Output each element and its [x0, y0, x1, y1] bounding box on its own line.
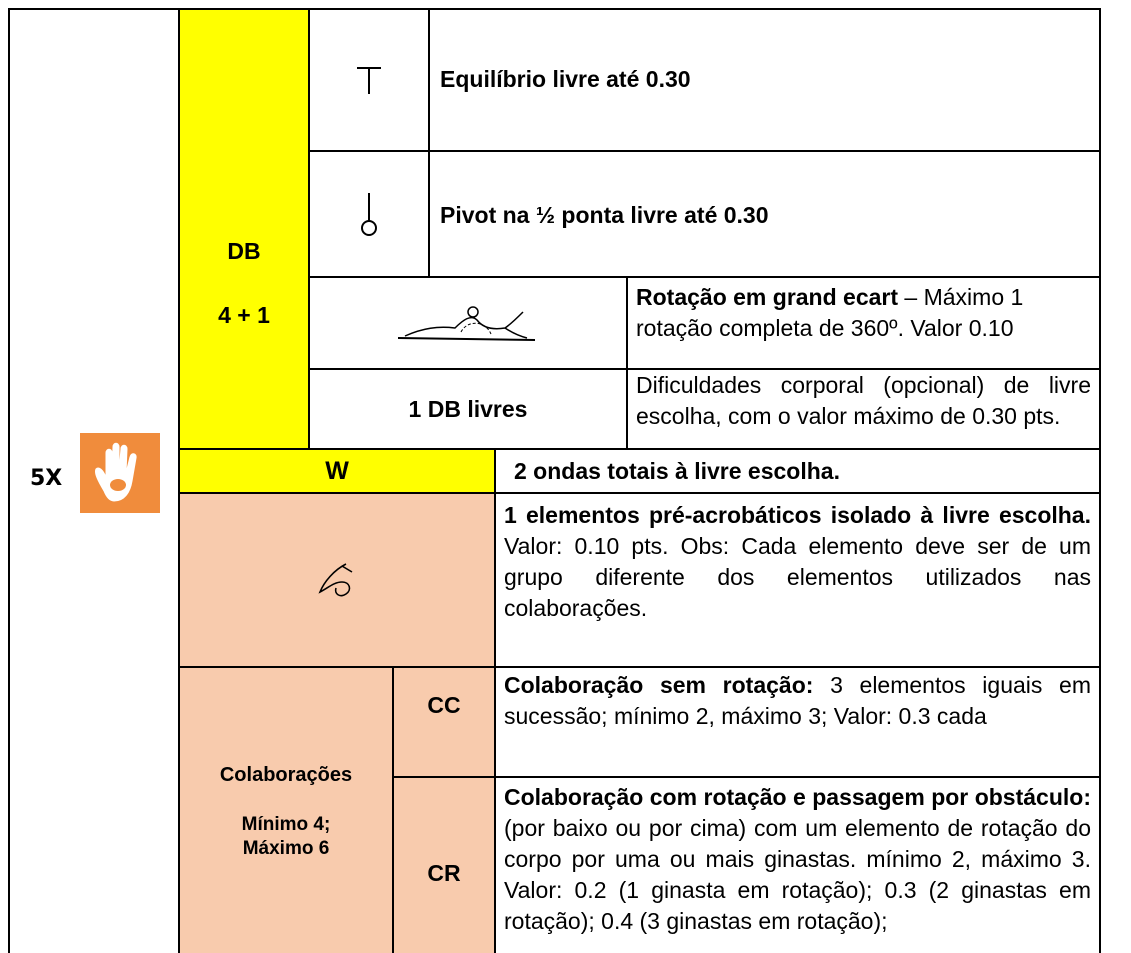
free-db-text-cell: Dificuldades corporal (opcional) de livr…: [626, 368, 1101, 448]
pivot-symbol-cell: [308, 150, 428, 276]
pre-acro-text-cell: 1 elementos pré-acrobáticos isolado à li…: [494, 492, 1101, 666]
grand-ecart-text-cell: Rotação em grand ecart – Máximo 1 rotaçã…: [626, 276, 1101, 368]
cr-text-cell: Colaboração com rotação e passagem por o…: [494, 776, 1101, 953]
pre-acro-detail: Valor: 0.10 pts. Obs: Cada elemento deve…: [504, 533, 1091, 621]
grand-ecart-symbol-cell: [308, 276, 626, 368]
db-label-cell: DB 4 + 1: [178, 8, 308, 448]
pre-acrobatic-icon: [318, 563, 353, 597]
cc-detail: 3 elementos iguais em sucessão; mínimo 2…: [504, 672, 1092, 729]
db-label: DB: [227, 238, 261, 264]
waves-label: W: [325, 456, 349, 485]
collab-min: Mínimo 4;: [241, 814, 331, 835]
hand-column: [8, 8, 178, 953]
free-db-text: Dificuldades corporal (opcional) de livr…: [636, 372, 1091, 429]
cc-text-cell: Colaboração sem rotação: 3 elementos igu…: [494, 666, 1101, 776]
pre-acro-symbol-cell: [178, 492, 494, 666]
balance-symbol-cell: [308, 8, 428, 150]
collab-label: Colaborações: [219, 764, 353, 786]
cr-code-cell: CR: [392, 776, 494, 953]
pivot-text: Pivot na ½ ponta livre até 0.30: [440, 202, 769, 228]
free-db-cell: 1 DB livres: [308, 368, 626, 448]
pivot-text-cell: Pivot na ½ ponta livre até 0.30: [428, 150, 1101, 276]
db-count: 4 + 1: [218, 302, 270, 328]
cc-code: CC: [427, 692, 461, 718]
hand-icon: [80, 433, 160, 513]
pivot-icon: [361, 193, 377, 236]
pre-acro-title: 1 elementos pré-acrobáticos isolado à li…: [504, 502, 1091, 528]
cr-title: Colaboração com rotação e passagem por o…: [504, 784, 1091, 810]
waves-label-cell: W: [178, 448, 494, 492]
balance-icon: [357, 67, 381, 94]
grand-ecart-detail: – Máximo 1 rotação completa de 360º. Val…: [636, 284, 1024, 341]
cr-detail: (por baixo ou por cima) com um elemento …: [504, 815, 1091, 934]
waves-text-cell: 2 ondas totais à livre escolha.: [494, 448, 1101, 492]
collab-max: Máximo 6: [242, 838, 330, 859]
cc-code-cell: CC: [392, 666, 494, 776]
grand-ecart-title: Rotação em grand ecart: [636, 284, 899, 310]
waves-text: 2 ondas totais à livre escolha.: [514, 458, 840, 484]
balance-text-cell: Equilíbrio livre até 0.30: [428, 8, 1101, 150]
collab-label-cell: Colaborações Mínimo 4; Máximo 6: [178, 666, 392, 953]
cr-code: CR: [427, 860, 461, 886]
free-db-label: 1 DB livres: [408, 395, 528, 422]
balance-text: Equilíbrio livre até 0.30: [440, 66, 691, 92]
grand-ecart-rotation-icon: [397, 306, 536, 341]
cc-title: Colaboração sem rotação:: [504, 672, 814, 698]
hand-multiplier: 5X: [30, 466, 63, 491]
